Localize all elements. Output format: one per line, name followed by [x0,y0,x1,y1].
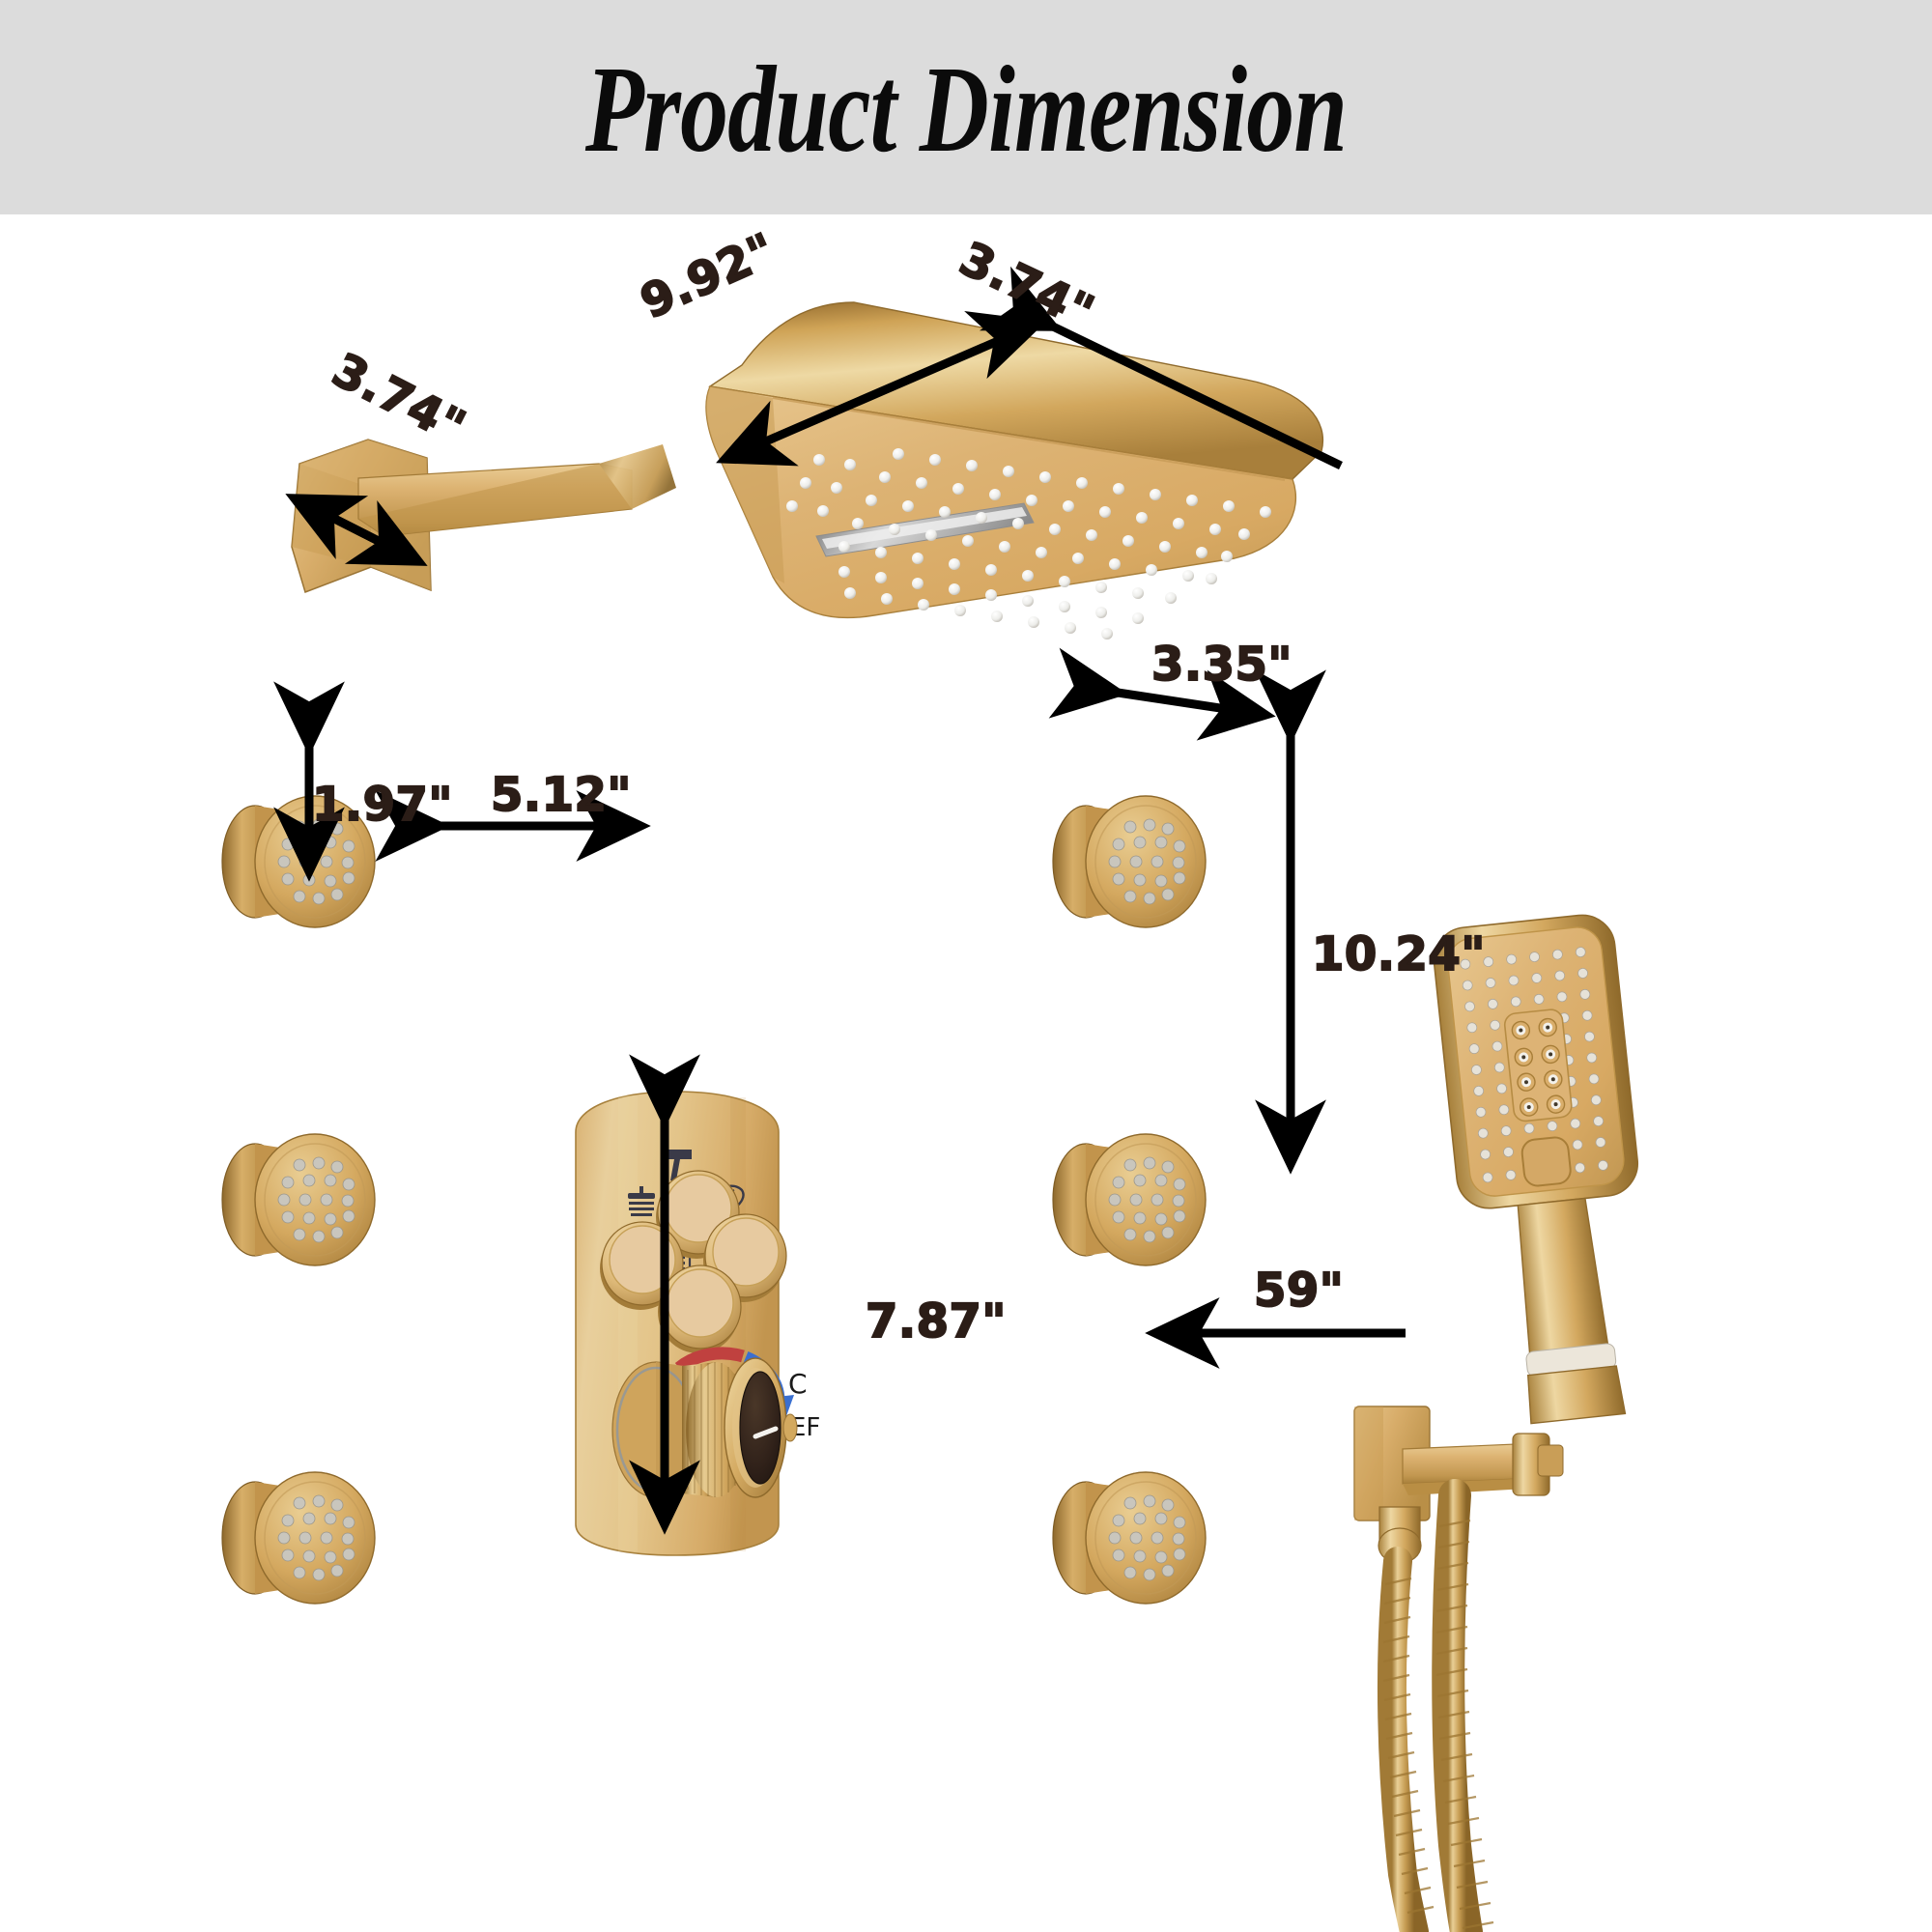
rain-head-nozzles [786,448,1271,639]
dimension-arrows [273,266,1406,1535]
handheld-mode-button [1520,1136,1572,1187]
rain-shower-button [600,1221,684,1310]
dim-label-7-87: 7.87" [865,1293,1007,1350]
shower-arm-assembly [291,439,676,593]
temperature-knob [611,1357,798,1498]
dim-label-3-35: 3.35" [1151,637,1293,693]
temperature-arc [663,1347,794,1416]
handheld-nozzles [1460,947,1608,1183]
handheld-wall-holder [1353,1406,1564,1564]
off-label: EF [790,1413,820,1442]
dim-label-59: 59" [1253,1263,1345,1319]
arrow-9-92-a [716,321,1036,467]
arrow-9-92-tip [964,311,1047,380]
arrow-3-74-arm-b [292,494,428,566]
dim-label-10-24: 10.24" [1311,926,1486,982]
body-jets-button [658,1264,742,1353]
tub-spout-button [656,1170,740,1259]
dim-label-1-97: 1.97" [311,777,453,833]
dim-label-9-92: 9.92" [632,222,784,331]
shower-hose [1377,1479,1494,1932]
dim-label-3-74-head: 3.74" [951,231,1103,341]
header-band [0,0,1932,214]
handheld-icon [715,1184,745,1230]
hot-label: H [653,1368,673,1400]
body-jets-icon [659,1244,692,1275]
handheld-massage-panel [1503,1009,1573,1122]
handheld-massage-jets [1511,1017,1566,1117]
handheld-button [703,1213,787,1302]
cold-label: C [788,1368,808,1400]
arrow-3-35 [1048,647,1276,741]
rain-shower-icon [628,1186,655,1216]
arrow-3-74-head [979,266,1343,470]
thermostatic-valve-panel: H C EF [575,1091,820,1556]
body-spray-jets [221,795,1207,1605]
handheld-shower [1433,914,1639,1425]
page-title: Product Dimension [584,41,1348,178]
dim-label-5-12: 5.12" [490,767,632,823]
tub-spout-icon [663,1150,692,1180]
hose-coils [1382,1519,1494,1930]
arrow-3-74-arm-a [285,494,421,566]
rain-shower-head [705,301,1323,639]
dim-label-3-74-arm: 3.74" [323,342,474,456]
